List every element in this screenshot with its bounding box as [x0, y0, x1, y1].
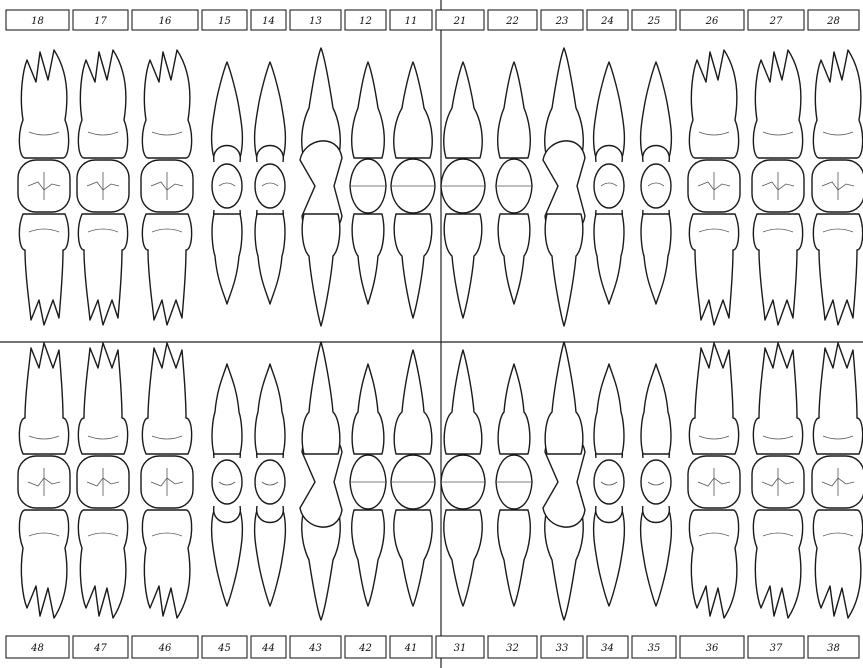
tooth-31	[441, 350, 485, 606]
tooth-33	[543, 342, 585, 620]
tooth-12	[350, 62, 386, 304]
upper-number-24: 24	[600, 16, 614, 27]
lower-number-42: 42	[358, 643, 372, 654]
tooth-26	[688, 50, 740, 325]
tooth-38	[812, 343, 863, 618]
lower-number-41: 41	[404, 643, 418, 654]
tooth-14	[255, 62, 286, 304]
upper-number-21: 21	[453, 16, 467, 27]
tooth-17	[77, 50, 129, 325]
tooth-11	[391, 62, 435, 318]
tooth-47	[77, 343, 129, 618]
upper-number-16: 16	[159, 16, 172, 27]
tooth-16	[141, 50, 193, 325]
upper-number-15: 15	[218, 16, 231, 27]
upper-number-11: 11	[405, 16, 418, 27]
tooth-13	[300, 48, 342, 326]
lower-number-38: 38	[827, 643, 840, 654]
lower-number-34: 34	[601, 643, 614, 654]
tooth-28	[812, 50, 863, 325]
tooth-22	[496, 62, 532, 304]
tooth-21	[441, 62, 485, 318]
tooth-41	[391, 350, 435, 606]
upper-number-23: 23	[555, 16, 569, 27]
upper-number-27: 27	[769, 16, 783, 27]
tooth-35	[641, 364, 672, 606]
upper-number-17: 17	[94, 16, 107, 27]
tooth-46	[141, 343, 193, 618]
upper-number-26: 26	[705, 16, 719, 27]
tooth-18	[18, 50, 70, 325]
upper-number-13: 13	[309, 16, 322, 27]
tooth-48	[18, 343, 70, 618]
lower-number-35: 35	[648, 643, 661, 654]
upper-number-28: 28	[826, 16, 840, 27]
lower-number-45: 45	[217, 643, 231, 654]
upper-number-12: 12	[359, 16, 372, 27]
upper-number-22: 22	[505, 16, 519, 27]
tooth-34	[594, 364, 625, 606]
tooth-42	[350, 364, 386, 606]
lower-number-32: 32	[506, 643, 519, 654]
tooth-27	[752, 50, 804, 325]
lower-number-33: 33	[556, 643, 569, 654]
upper-number-14: 14	[262, 16, 275, 27]
tooth-43	[300, 342, 342, 620]
upper-number-25: 25	[647, 16, 661, 27]
upper-number-row: 18 17 16 15 14 13 12 11 21 22 23 24 25 26 27 28	[6, 10, 859, 30]
tooth-45	[212, 364, 243, 606]
lower-number-row: 48 47 46 45 44 43 42 41 31 32 33 34 35 36 37 38	[6, 636, 859, 658]
lower-number-31: 31	[454, 643, 467, 654]
lower-number-36: 36	[706, 643, 719, 654]
tooth-25	[641, 62, 672, 304]
lower-number-37: 37	[770, 643, 783, 654]
tooth-23	[543, 48, 585, 326]
lower-number-47: 47	[93, 643, 107, 654]
tooth-15	[212, 62, 243, 304]
lower-number-46: 46	[158, 643, 172, 654]
lower-number-44: 44	[261, 643, 275, 654]
tooth-36	[688, 343, 740, 618]
tooth-24	[594, 62, 625, 304]
tooth-44	[255, 364, 286, 606]
tooth-37	[752, 343, 804, 618]
lower-number-43: 43	[308, 643, 322, 654]
lower-number-48: 48	[30, 643, 44, 654]
tooth-32	[496, 364, 532, 606]
upper-number-18: 18	[31, 16, 44, 27]
